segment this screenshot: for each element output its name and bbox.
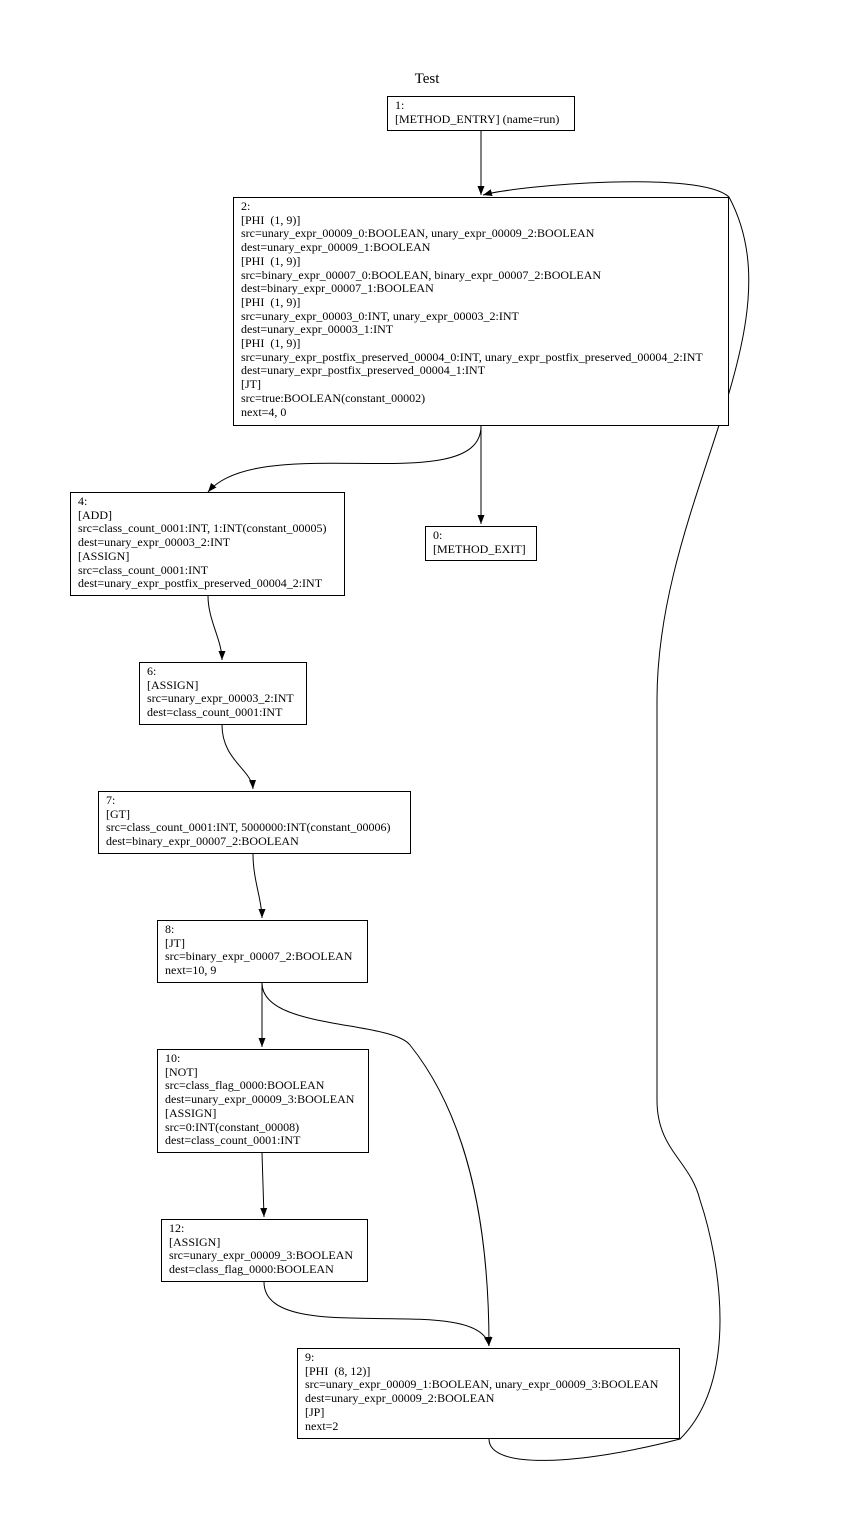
node-line: 10: — [165, 1051, 181, 1065]
node-line: dest=unary_expr_postfix_preserved_00004_… — [78, 576, 323, 591]
node-7: 7:[GT]src=class_count_0001:INT, 5000000:… — [98, 791, 411, 854]
node-line: 0: — [433, 528, 443, 542]
node-line: [ADD] — [78, 507, 112, 522]
node-line: 4: — [78, 494, 88, 508]
node-line: src=unary_expr_00003_2:INT — [147, 691, 294, 706]
node-line: [NOT] — [165, 1064, 198, 1079]
node-line: [JT] — [241, 377, 261, 392]
node-line: [ASSIGN] — [147, 677, 199, 692]
node-line: dest=unary_expr_00003_2:INT — [78, 535, 231, 550]
edge-7-to-8 — [252, 853, 266, 919]
node-2: 2:[PHI (1, 9)]src=unary_expr_00009_0:BOO… — [233, 197, 729, 426]
node-line: src=class_count_0001:INT, 5000000:INT(co… — [106, 820, 391, 835]
node-line: [ASSIGN] — [165, 1105, 217, 1120]
node-line: dest=class_count_0001:INT — [147, 705, 283, 720]
node-line: [JP] — [305, 1404, 325, 1419]
edge-6-to-7 — [221, 724, 257, 790]
node-line: next=4, 0 — [241, 404, 287, 419]
node-line: dest=unary_expr_00003_1:INT — [241, 322, 394, 337]
node-line: src=class_count_0001:INT — [78, 562, 209, 577]
node-line: [PHI (1, 9)] — [241, 212, 301, 227]
edge-2-to-4 — [207, 425, 482, 493]
node-line: src=0:INT(constant_00008) — [165, 1119, 300, 1134]
node-line: [JT] — [165, 935, 185, 950]
node-line: dest=binary_expr_00007_2:BOOLEAN — [106, 834, 299, 849]
node-line: src=unary_expr_00003_0:INT, unary_expr_0… — [241, 308, 519, 323]
node-line: dest=class_flag_0000:BOOLEAN — [169, 1262, 334, 1277]
node-line: 9: — [305, 1350, 315, 1364]
node-line: dest=unary_expr_00009_2:BOOLEAN — [305, 1391, 495, 1406]
node-line: 2: — [241, 199, 251, 213]
node-line: [METHOD_ENTRY] (name=run) — [395, 111, 560, 126]
node-line: [GT] — [106, 806, 130, 821]
node-line: src=binary_expr_00007_2:BOOLEAN — [165, 949, 353, 964]
node-line: dest=class_count_0001:INT — [165, 1133, 301, 1148]
node-0: 0:[METHOD_EXIT] — [425, 526, 537, 561]
node-line: dest=unary_expr_postfix_preserved_00004_… — [241, 363, 486, 378]
node-line: next=2 — [305, 1418, 339, 1433]
node-line: 8: — [165, 922, 175, 936]
node-line: 7: — [106, 793, 116, 807]
node-line: [ASSIGN] — [78, 548, 130, 563]
node-line: 1: — [395, 98, 405, 112]
edge-8-to-9 — [261, 982, 493, 1347]
node-line: src=unary_expr_00009_1:BOOLEAN, unary_ex… — [305, 1377, 659, 1392]
node-12: 12:[ASSIGN]src=unary_expr_00009_3:BOOLEA… — [161, 1219, 368, 1282]
node-line: [PHI (1, 9)] — [241, 336, 301, 351]
node-line: [PHI (1, 9)] — [241, 253, 301, 268]
node-line: [PHI (8, 12)] — [305, 1363, 371, 1378]
edge-9-to-2 — [482, 181, 750, 1461]
node-line: 6: — [147, 664, 157, 678]
node-1: 1:[METHOD_ENTRY] (name=run) — [387, 96, 575, 131]
node-line: src=true:BOOLEAN(constant_00002) — [241, 390, 426, 405]
node-line: dest=binary_expr_00007_1:BOOLEAN — [241, 281, 434, 296]
node-line: dest=unary_expr_00009_3:BOOLEAN — [165, 1092, 355, 1107]
edge-4-to-6 — [207, 595, 226, 661]
node-line: src=unary_expr_00009_0:BOOLEAN, unary_ex… — [241, 226, 595, 241]
edge-10-to-12 — [260, 1152, 268, 1218]
node-line: src=unary_expr_postfix_preserved_00004_0… — [241, 349, 703, 364]
node-line: src=unary_expr_00009_3:BOOLEAN — [169, 1248, 354, 1263]
node-line: src=class_count_0001:INT, 1:INT(constant… — [78, 521, 327, 536]
node-4: 4:[ADD]src=class_count_0001:INT, 1:INT(c… — [70, 492, 345, 596]
node-line: src=binary_expr_00007_0:BOOLEAN, binary_… — [241, 267, 602, 282]
graph-title: Test — [414, 71, 440, 87]
node-line: dest=unary_expr_00009_1:BOOLEAN — [241, 240, 431, 255]
node-line: [PHI (1, 9)] — [241, 294, 301, 309]
node-line: [ASSIGN] — [169, 1234, 221, 1249]
node-9: 9:[PHI (8, 12)]src=unary_expr_00009_1:BO… — [297, 1348, 680, 1439]
node-line: src=class_flag_0000:BOOLEAN — [165, 1078, 325, 1093]
edge-12-to-9 — [263, 1281, 491, 1347]
node-line: 12: — [169, 1221, 185, 1235]
node-line: next=10, 9 — [165, 963, 217, 978]
node-line: [METHOD_EXIT] — [433, 541, 526, 556]
